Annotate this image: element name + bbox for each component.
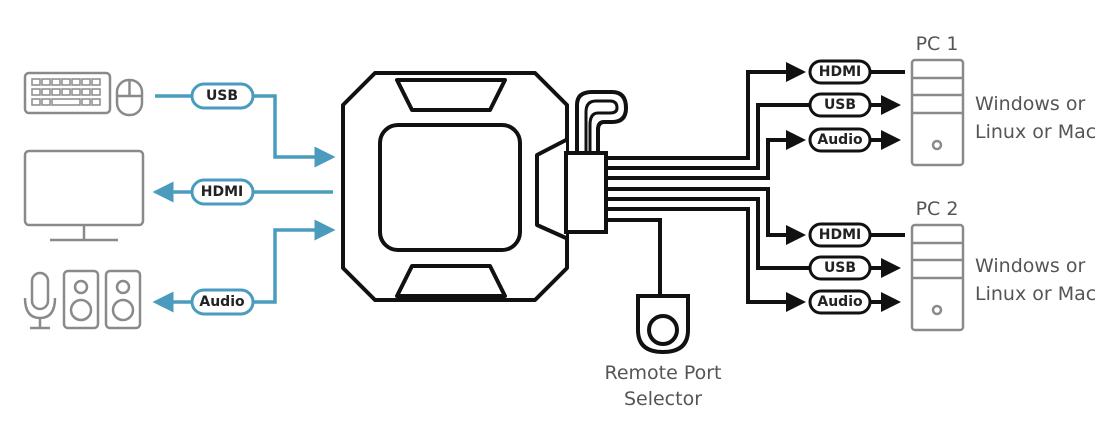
pc1-audio-label: Audio — [817, 132, 863, 148]
console-audio-label: Audio — [199, 294, 245, 310]
remote-label-line1: Remote Port — [604, 362, 721, 384]
remote-port-selector: Remote Port Selector — [604, 218, 722, 410]
pc2-title: PC 2 — [916, 198, 959, 220]
remote-label-line2: Selector — [624, 388, 702, 410]
pc1-cables: HDMI USB Audio — [606, 59, 905, 180]
console-usb-label: USB — [206, 88, 238, 104]
pc2: PC 2 Windows or Linux or Mac — [910, 198, 1096, 332]
speakers-icon — [62, 269, 142, 330]
console-audio-cable: Audio — [152, 219, 336, 316]
console-usb-cable: USB — [155, 82, 336, 168]
pc2-os-line2: Linux or Mac — [975, 283, 1096, 305]
pc1-hdmi-label: HDMI — [819, 64, 861, 80]
pc2-hdmi-label: HDMI — [819, 227, 861, 243]
console-hdmi-cable: HDMI — [152, 178, 333, 206]
pc1-title: PC 1 — [916, 33, 959, 55]
mouse-icon — [115, 78, 144, 117]
monitor-icon — [23, 149, 145, 242]
console-hdmi-label: HDMI — [201, 184, 243, 200]
pc1: PC 1 Windows or Linux or Mac — [910, 33, 1096, 167]
pc1-os-line1: Windows or — [975, 93, 1085, 115]
pc2-audio-label: Audio — [817, 294, 863, 310]
pc-tower-icon — [910, 223, 965, 332]
pc1-usb-label: USB — [824, 97, 856, 113]
keyboard-icon — [23, 71, 112, 115]
pc2-os-line1: Windows or — [975, 255, 1085, 277]
pc2-usb-label: USB — [824, 260, 856, 276]
pc2-cables: HDMI USB Audio — [606, 187, 905, 315]
pc1-os-line2: Linux or Mac — [975, 121, 1096, 143]
pc-tower-icon — [910, 58, 965, 167]
microphone-icon — [23, 271, 57, 330]
cable-connector — [564, 90, 629, 234]
kvm-switch — [341, 71, 569, 302]
